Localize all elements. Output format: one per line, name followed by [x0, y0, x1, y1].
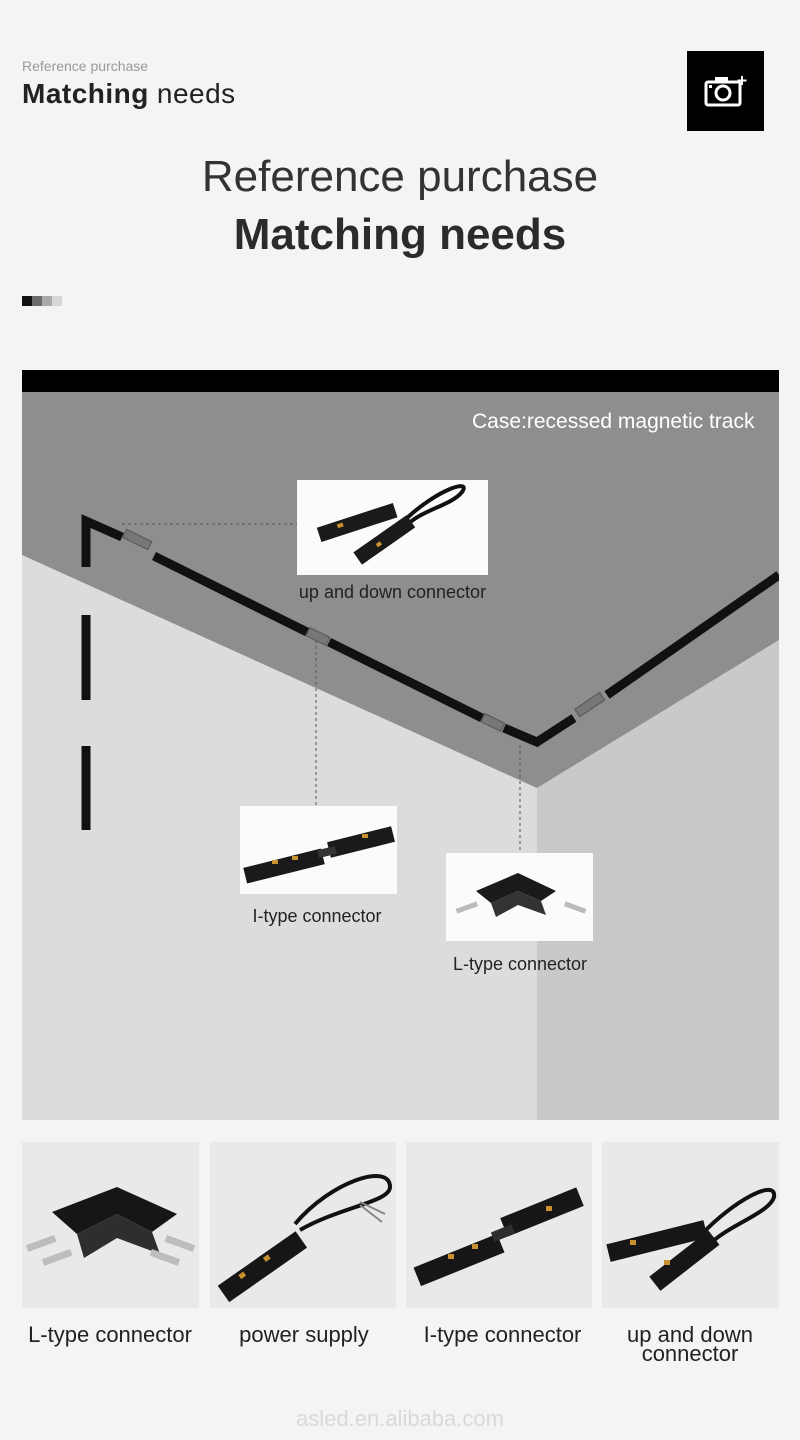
header-subtitle: Reference purchase: [22, 58, 149, 74]
product-thumb-up-down[interactable]: [602, 1142, 779, 1308]
callout-label: L-type connector: [452, 954, 588, 974]
product-thumb-i-type[interactable]: [406, 1142, 592, 1308]
camera-plus-icon: [704, 76, 746, 107]
recessed-track-scene: [22, 370, 779, 1120]
product-label-power-supply: power supply: [239, 1322, 369, 1347]
product-thumb-l-type[interactable]: [22, 1142, 199, 1308]
color-swatches: [22, 296, 62, 306]
product-label-up-down-line1: up and down: [627, 1322, 753, 1347]
case-label: Case:recessed magnetic track: [472, 410, 755, 433]
footer-watermark: asled.en.alibaba.com: [296, 1406, 504, 1431]
up-down-connector-image: [316, 484, 466, 565]
product-thumb-power-supply[interactable]: [210, 1142, 396, 1308]
callout-label: up and down connector: [298, 582, 487, 602]
product-label-l-type: L-type connector: [28, 1322, 192, 1347]
l-type-connector-image: [25, 1187, 196, 1266]
callout-l-type-connector: [446, 853, 593, 941]
up-down-connector-image: [606, 1187, 777, 1291]
power-supply-image: [217, 1174, 393, 1303]
hero-line-2: Matching needs: [233, 210, 567, 259]
callout-i-type-connector: [240, 806, 397, 894]
product-label-up-down: up and down connector: [590, 1322, 790, 1366]
l-type-connector-image: [455, 873, 587, 917]
i-type-connector-image: [413, 1187, 584, 1287]
callout-label: I-type connector: [252, 906, 382, 926]
swatch-4: [52, 296, 62, 306]
callout-up-down-connector: up and down connector: [297, 480, 488, 602]
header-title-bold: Matching: [22, 78, 149, 109]
product-label-up-down-line2: connector: [641, 1341, 739, 1366]
hero-line-1: Reference purchase: [201, 152, 599, 201]
camera-button[interactable]: [687, 51, 764, 131]
swatch-1: [22, 296, 32, 306]
swatch-2: [32, 296, 42, 306]
header-title-light: needs: [156, 78, 236, 109]
i-type-connector-image: [243, 826, 395, 884]
product-label-i-type: I-type connector: [423, 1322, 582, 1347]
swatch-3: [42, 296, 52, 306]
